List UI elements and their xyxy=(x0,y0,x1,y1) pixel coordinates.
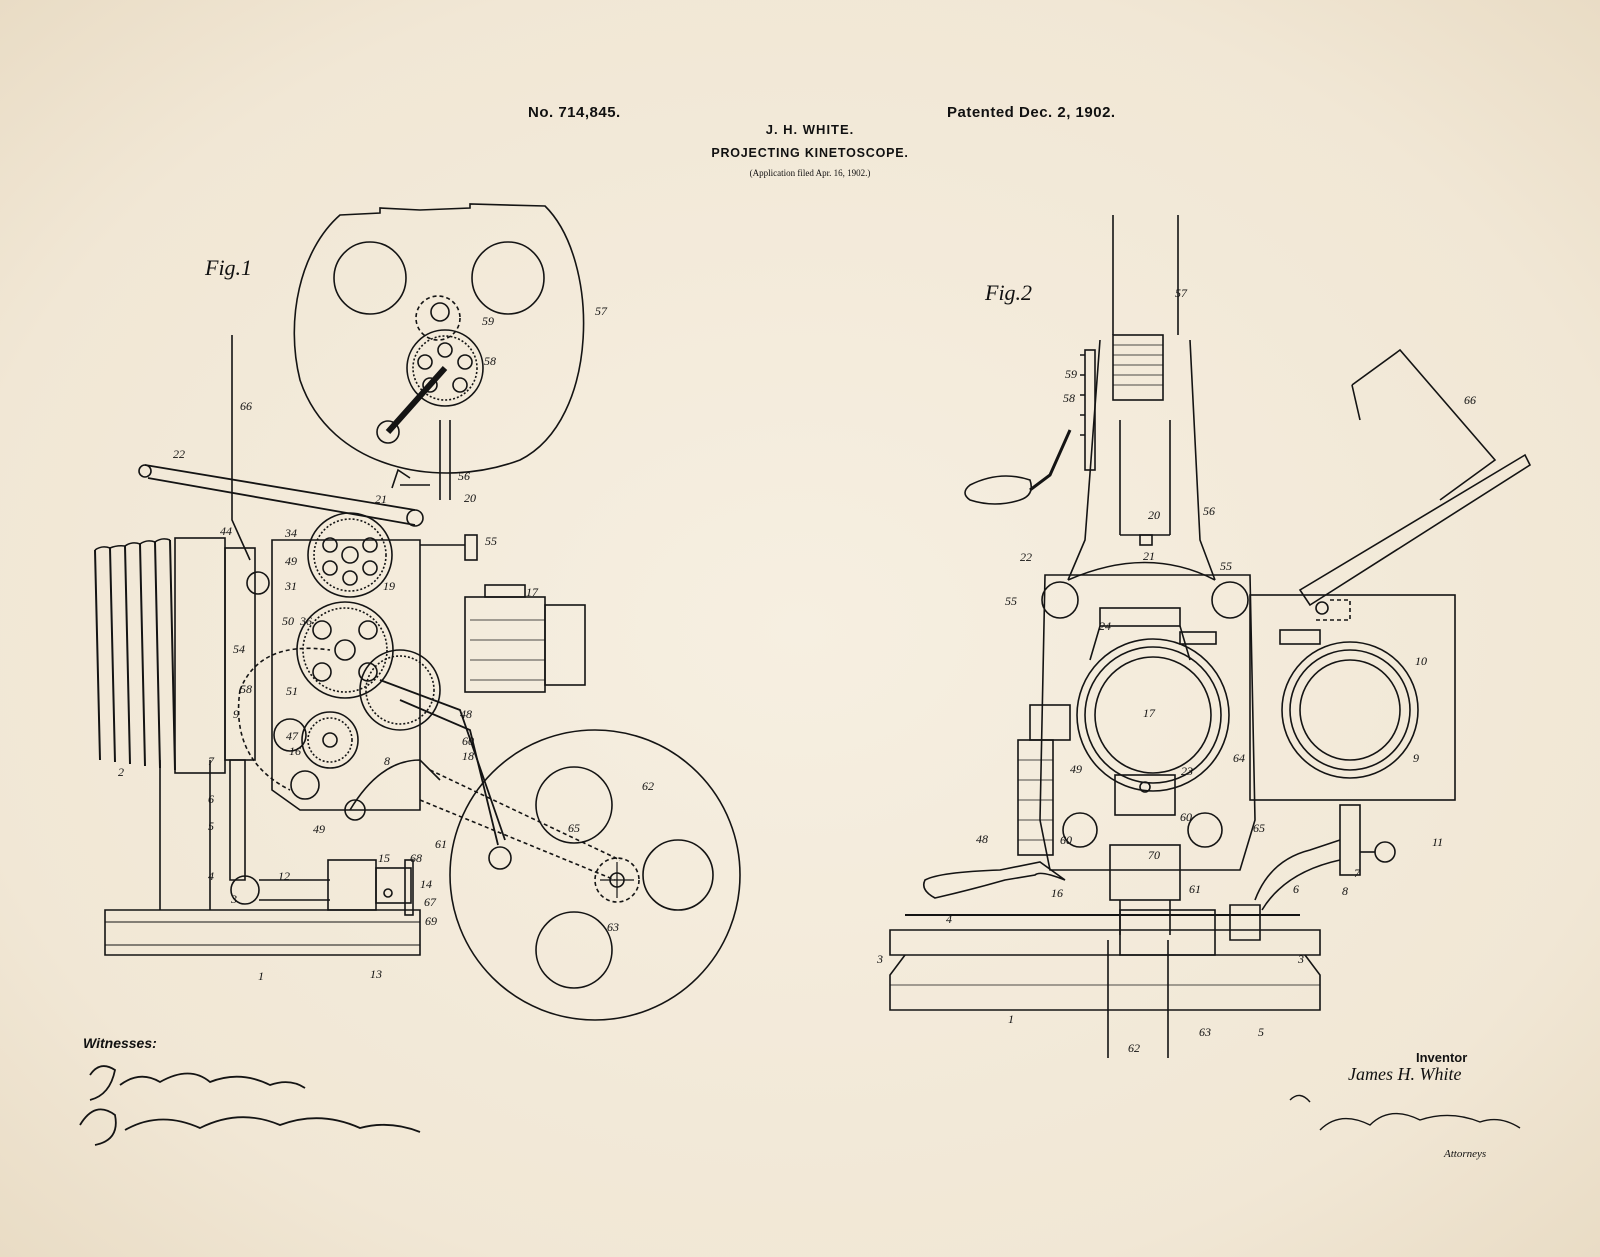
fig1-ref-5: 5 xyxy=(208,819,214,833)
attorney-signature xyxy=(1289,1094,1521,1131)
fig2-ref-56: 56 xyxy=(1203,504,1215,518)
fig1-ref-1: 1 xyxy=(258,969,264,983)
fig1-ref-59: 59 xyxy=(482,314,494,328)
fig2-ref-10: 10 xyxy=(1415,654,1427,668)
fig1-ref-63: 63 xyxy=(607,920,619,934)
fig1-ref-57: 57 xyxy=(595,304,608,318)
fig2-ref-7: 7 xyxy=(1354,866,1361,880)
fig1-ref-36: 36 xyxy=(299,614,312,628)
fig1-ref-6: 6 xyxy=(208,792,214,806)
fig2-ref-60: 60 xyxy=(1180,810,1192,824)
fig2-ref-4: 4 xyxy=(946,912,952,926)
fig1-ref-65: 65 xyxy=(568,821,580,835)
witnesses-label: Witnesses: xyxy=(83,1035,157,1051)
fig1-ref-21: 21 xyxy=(375,492,387,506)
fig1-ref-9: 9 xyxy=(233,707,239,721)
fig2-ref-64: 64 xyxy=(1233,751,1245,765)
fig1-ref-18: 18 xyxy=(462,749,474,763)
fig2-ref-22: 22 xyxy=(1020,550,1032,564)
fig1-ref-4: 4 xyxy=(208,869,214,883)
fig1-ref-50: 50 xyxy=(282,614,294,628)
fig1-ref-34: 34 xyxy=(284,526,297,540)
fig1-ref-58: 58 xyxy=(240,682,252,696)
fig1-ref-58: 58 xyxy=(484,354,496,368)
fig1-ref-14: 14 xyxy=(420,877,432,891)
fig1-ref-62: 62 xyxy=(642,779,654,793)
fig1-ref-3: 3 xyxy=(230,892,237,906)
fig2-ref-9: 9 xyxy=(1413,751,1419,765)
fig2-ref-1: 1 xyxy=(1008,1012,1014,1026)
fig2-drawing xyxy=(889,215,1532,1058)
fig2-ref-58: 58 xyxy=(1063,391,1075,405)
fig1-ref-54: 54 xyxy=(233,642,245,656)
fig1-ref-44: 44 xyxy=(220,524,232,538)
fig2-ref-3: 3 xyxy=(1297,952,1304,966)
fig2-ref-20: 20 xyxy=(1148,508,1160,522)
fig2-ref-24: 24 xyxy=(1099,619,1111,633)
fig2-ref-63: 63 xyxy=(1199,1025,1211,1039)
fig2-ref-70: 70 xyxy=(1148,848,1160,862)
fig2-ref-11: 11 xyxy=(1432,835,1443,849)
fig2-ref-23: 23 xyxy=(1181,764,1193,778)
fig2-ref-57: 57 xyxy=(1175,286,1188,300)
fig2-ref-62: 62 xyxy=(1128,1041,1140,1055)
fig2-ref-3: 3 xyxy=(876,952,883,966)
fig1-ref-31: 31 xyxy=(284,579,297,593)
inventor-header: J. H. WHITE. xyxy=(765,122,855,137)
fig2-ref-6: 6 xyxy=(1293,882,1299,896)
fig2-ref-65: 65 xyxy=(1253,821,1265,835)
fig1-drawing xyxy=(94,203,741,1021)
inventor-label: Inventor xyxy=(1416,1050,1468,1065)
fig1-label: Fig.1 xyxy=(205,255,253,280)
fig1-ref-49: 49 xyxy=(285,554,297,568)
fig1-ref-69: 69 xyxy=(425,914,437,928)
fig2-ref-49: 49 xyxy=(1070,762,1082,776)
fig2-ref-5: 5 xyxy=(1258,1025,1264,1039)
fig1-ref-55: 55 xyxy=(485,534,497,548)
fig1-ref-66: 66 xyxy=(240,399,252,413)
filing-date: (Application filed Apr. 16, 1902.) xyxy=(749,168,871,178)
fig2-ref-59: 59 xyxy=(1065,367,1077,381)
fig1-ref-15: 15 xyxy=(378,851,390,865)
fig1-ref-60: 60 xyxy=(462,734,474,748)
fig2-ref-61: 61 xyxy=(1189,882,1201,896)
fig2-ref-60: 60 xyxy=(1060,833,1072,847)
fig1-ref-20: 20 xyxy=(464,491,476,505)
fig2-ref-17: 17 xyxy=(1143,706,1156,720)
fig1-ref-67: 67 xyxy=(424,895,437,909)
witness-signatures xyxy=(79,1065,421,1146)
fig2-ref-8: 8 xyxy=(1342,884,1348,898)
fig1-ref-2: 2 xyxy=(118,765,124,779)
fig2-ref-16: 16 xyxy=(1051,886,1063,900)
fig1-ref-49: 49 xyxy=(313,822,325,836)
fig1-ref-48: 48 xyxy=(460,707,472,721)
fig2-ref-21: 21 xyxy=(1143,549,1155,563)
attorneys-label: Attorneys xyxy=(1444,1148,1487,1160)
fig1-ref-22: 22 xyxy=(173,447,185,461)
patent-date: Patented Dec. 2, 1902. xyxy=(947,104,1116,121)
fig2-ref-55: 55 xyxy=(1220,559,1232,573)
fig1-ref-47: 47 xyxy=(286,729,299,743)
fig2-label: Fig.2 xyxy=(985,280,1033,305)
fig1-ref-13: 13 xyxy=(370,967,382,981)
fig1-ref-16: 16 xyxy=(289,744,301,758)
patent-number: No. 714,845. xyxy=(528,104,621,121)
fig1-ref-61: 61 xyxy=(435,837,447,851)
fig1-ref-12: 12 xyxy=(278,869,290,883)
fig2-ref-48: 48 xyxy=(976,832,988,846)
fig1-ref-19: 19 xyxy=(383,579,395,593)
inventor-name: James H. White xyxy=(1348,1064,1462,1084)
fig1-ref-17: 17 xyxy=(526,585,539,599)
fig1-ref-56: 56 xyxy=(458,469,470,483)
fig2-ref-66: 66 xyxy=(1464,393,1476,407)
patent-title: PROJECTING KINETOSCOPE. xyxy=(711,146,909,160)
fig2-ref-55: 55 xyxy=(1005,594,1017,608)
fig1-ref-51: 51 xyxy=(286,684,298,698)
fig1-ref-68: 68 xyxy=(410,851,422,865)
fig1-ref-8: 8 xyxy=(384,754,390,768)
fig1-ref-7: 7 xyxy=(208,754,215,768)
